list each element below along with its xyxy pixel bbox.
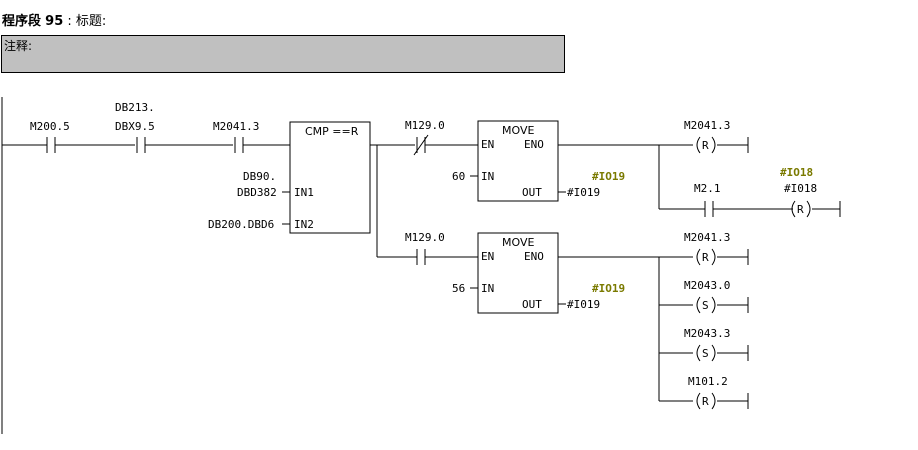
contact-m2041-3[interactable] xyxy=(234,137,244,153)
coil-label: M2043.0 xyxy=(684,279,730,292)
move-in-value: 56 xyxy=(452,282,465,295)
coil-label: M2043.3 xyxy=(684,327,730,340)
coil-type: R xyxy=(702,251,709,264)
coil-reset-i018[interactable] xyxy=(791,200,811,218)
move-out-pin: OUT xyxy=(522,298,542,311)
network-title: 程序段 95 : 标题: xyxy=(2,10,106,29)
coil-label: M2041.3 xyxy=(684,231,730,244)
move-title: MOVE xyxy=(502,124,534,137)
network-comment-box[interactable]: 注释: xyxy=(1,35,565,73)
contact-label: M129.0 xyxy=(405,231,445,244)
coil-reset-m2041-3-b[interactable] xyxy=(696,248,716,266)
contact-label: M200.5 xyxy=(30,120,70,133)
contact-label: M2041.3 xyxy=(213,120,259,133)
coil-type: S xyxy=(702,347,709,360)
coil-symbol: #IO18 xyxy=(780,166,813,179)
contact-label: DB213. xyxy=(115,101,155,114)
move-en-pin: EN xyxy=(481,138,494,151)
network-prefix: 程序段 xyxy=(2,14,42,29)
cmp-title: CMP ==R xyxy=(305,125,359,138)
move-out-pin: OUT xyxy=(522,186,542,199)
coil-type: S xyxy=(702,299,709,312)
contact-m2-1[interactable] xyxy=(704,201,714,217)
coil-type: R xyxy=(702,139,709,152)
move-eno-pin: ENO xyxy=(524,138,544,151)
coil-set-m2043-3[interactable] xyxy=(696,344,716,362)
cmp-in1-pin: IN1 xyxy=(294,186,314,199)
network-number: 95 xyxy=(45,14,64,29)
cmp-in1-operand: DBD382 xyxy=(237,186,277,199)
contact-label: DBX9.5 xyxy=(115,120,155,133)
move-en-pin: EN xyxy=(481,250,494,263)
coil-label: M101.2 xyxy=(688,375,728,388)
cmp-in2-pin: IN2 xyxy=(294,218,314,231)
network-title-label: : 标题: xyxy=(67,14,107,29)
contact-label: M129.0 xyxy=(405,119,445,132)
move-in-pin: IN xyxy=(481,170,494,183)
move-in-value: 60 xyxy=(452,170,465,183)
contact-label: M2.1 xyxy=(694,182,721,195)
coil-label: #I018 xyxy=(784,182,817,195)
move-in-pin: IN xyxy=(481,282,494,295)
move-eno-pin: ENO xyxy=(524,250,544,263)
cmp-block[interactable] xyxy=(289,121,371,234)
move-block-1[interactable] xyxy=(477,120,559,202)
comment-label: 注释: xyxy=(4,39,33,53)
coil-reset-m101-2[interactable] xyxy=(696,392,716,410)
move-out-symbol: #IO19 xyxy=(592,170,625,183)
cmp-in1-operand: DB90. xyxy=(243,170,276,183)
coil-type: R xyxy=(702,395,709,408)
contact-m200-5[interactable] xyxy=(46,137,56,153)
coil-label: M2041.3 xyxy=(684,119,730,132)
cmp-in2-operand: DB200.DBD6 xyxy=(208,218,274,231)
move-title: MOVE xyxy=(502,236,534,249)
contact-db213-dbx9-5[interactable] xyxy=(136,137,146,153)
coil-set-m2043-0[interactable] xyxy=(696,296,716,314)
move-out-operand: #I019 xyxy=(567,298,600,311)
contact-m129-0[interactable] xyxy=(416,249,426,265)
move-out-operand: #I019 xyxy=(567,186,600,199)
coil-type: R xyxy=(797,203,804,216)
coil-reset-m2041-3[interactable] xyxy=(696,136,716,154)
move-block-2[interactable] xyxy=(477,232,559,314)
move-out-symbol: #IO19 xyxy=(592,282,625,295)
